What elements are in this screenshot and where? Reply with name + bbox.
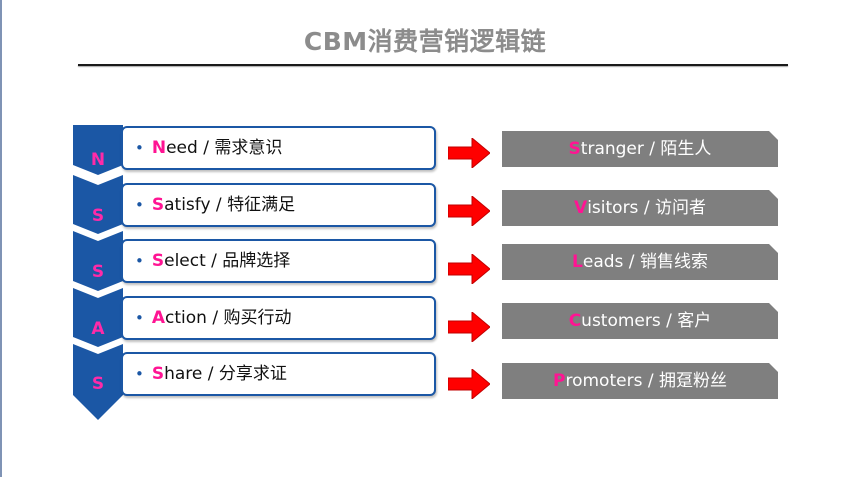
bullet-icon: •: [135, 309, 144, 327]
result-initial: C: [568, 311, 582, 331]
result-initial: L: [572, 252, 583, 272]
result-cn: / 销售线索: [623, 252, 708, 272]
result-cn: / 拥趸粉丝: [642, 371, 727, 391]
result-cn: / 访问者: [638, 198, 706, 218]
chevron-n: [73, 125, 123, 175]
result-cn: / 客户: [660, 311, 712, 331]
result-word: romoters: [565, 371, 643, 391]
page-title: CBM消费营销逻辑链: [303, 27, 547, 56]
result-word: eads: [582, 252, 624, 272]
right-arrow-icon: [448, 254, 490, 284]
result-box-leads: Leads / 销售线索: [502, 244, 778, 280]
stage-word: eed: [166, 138, 198, 158]
stage-initial: S: [151, 251, 165, 271]
title-underline: [78, 64, 788, 66]
result-box-promoters: Promoters / 拥趸粉丝: [502, 363, 778, 399]
result-initial: P: [553, 371, 566, 391]
result-word: isitors: [587, 198, 639, 218]
chevron-letter: A: [91, 319, 105, 339]
stage-label: • Select / 品牌选择: [135, 241, 290, 281]
result-word: ustomers: [581, 311, 661, 331]
stage-cn: / 购买行动: [206, 308, 292, 328]
stage-word: hare: [164, 364, 203, 384]
chevron-a: [73, 288, 123, 347]
chevron-s2: [73, 231, 123, 291]
slide-left-border: [0, 0, 2, 477]
right-arrow-icon: [448, 138, 490, 168]
stage-box-share: • Share / 分享求证: [121, 352, 436, 396]
result-initial: S: [568, 139, 581, 159]
stage-initial: A: [151, 308, 166, 328]
stage-initial: N: [151, 138, 167, 158]
chevron-letter: S: [91, 206, 105, 226]
right-arrow-icon: [448, 196, 490, 226]
bullet-icon: •: [135, 196, 144, 214]
result-cn: / 陌生人: [643, 139, 712, 159]
stage-initial: S: [151, 195, 165, 215]
chevron-letter: N: [90, 150, 106, 170]
result-word: tranger: [580, 139, 644, 159]
stage-label: • Satisfy / 特征满足: [135, 185, 295, 225]
result-box-customers: Customers / 客户: [502, 303, 778, 339]
bullet-icon: •: [135, 252, 144, 270]
right-arrow-icon: [448, 369, 490, 399]
chevron-s3: [73, 344, 123, 420]
bullet-icon: •: [135, 139, 144, 157]
stage-box-need: • Need / 需求意识: [121, 126, 436, 170]
stage-label: • Share / 分享求证: [135, 354, 287, 394]
bullet-icon: •: [135, 365, 144, 383]
stage-word: elect: [164, 251, 206, 271]
chevron-letter: S: [91, 374, 105, 394]
stage-word: atisfy: [164, 195, 211, 215]
chevron-letter: S: [91, 262, 105, 282]
stage-initial: S: [151, 364, 165, 384]
stage-word: ction: [165, 308, 207, 328]
stage-box-select: • Select / 品牌选择: [121, 239, 436, 283]
stage-cn: / 需求意识: [197, 138, 283, 158]
stage-label: • Action / 购买行动: [135, 298, 292, 338]
stage-box-satisfy: • Satisfy / 特征满足: [121, 183, 436, 227]
stage-cn: / 品牌选择: [205, 251, 291, 271]
right-arrow-icon: [448, 312, 490, 342]
stage-box-action: • Action / 购买行动: [121, 296, 436, 340]
result-box-stranger: Stranger / 陌生人: [502, 131, 778, 167]
stage-cn: / 分享求证: [202, 364, 287, 384]
stage-label: • Need / 需求意识: [135, 128, 282, 168]
result-initial: V: [574, 198, 588, 218]
result-box-visitors: Visitors / 访问者: [502, 190, 778, 226]
stage-cn: / 特征满足: [210, 195, 296, 215]
chevron-s1: [73, 175, 123, 234]
